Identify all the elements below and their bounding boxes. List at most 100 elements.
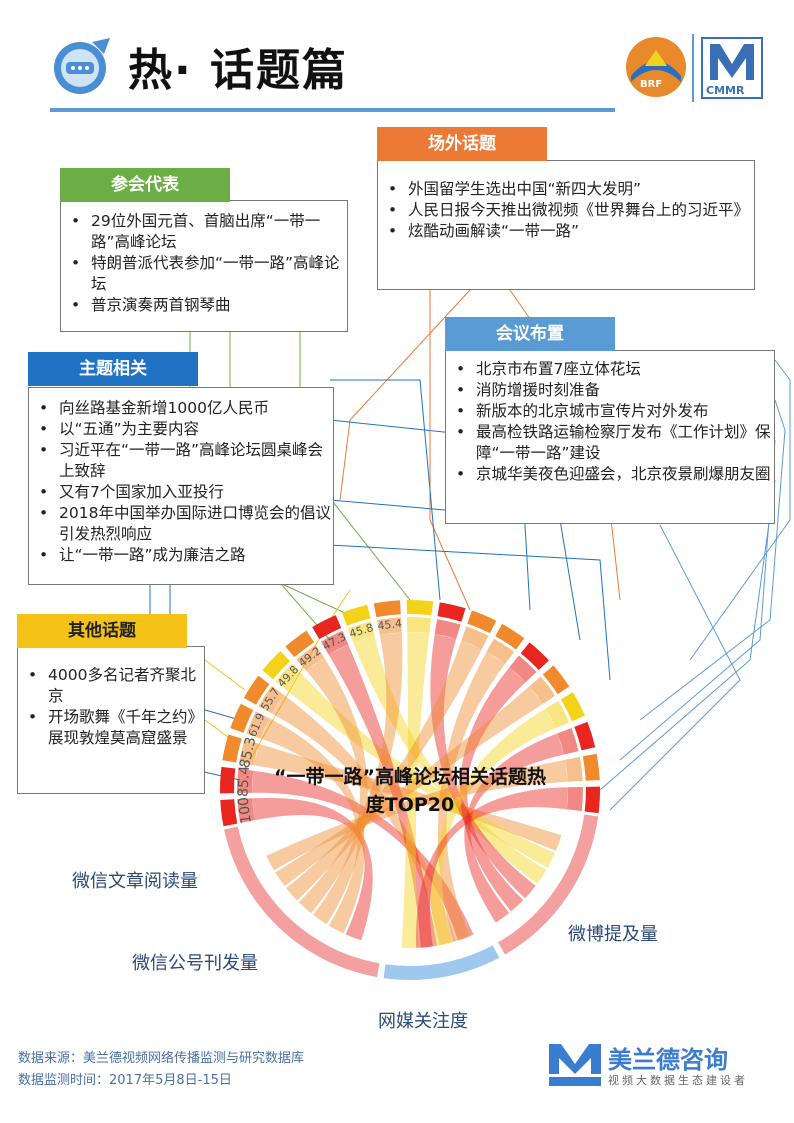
chord-outer-arcs — [220, 600, 600, 980]
theme-tag: 主题相关 — [28, 352, 198, 386]
list-item: 又有7个国家加入亚投行 — [29, 482, 333, 503]
chord-chart-title: “一带一路”高峰论坛相关话题热度TOP20 — [274, 766, 546, 816]
topic-inner-segment — [565, 756, 583, 782]
other-box: 4000多名记者齐聚北京 开场歌舞《千年之约》展现敦煌莫高窟盛景 — [17, 646, 205, 794]
heat-value-label: 85.3 — [237, 736, 260, 770]
chord-ribbon — [260, 718, 365, 934]
chord-ribbon — [252, 797, 373, 941]
chord-ribbon — [275, 686, 543, 887]
topic-inner-segment — [566, 786, 583, 812]
speech-bubble-icon — [54, 38, 110, 94]
topic-inner-segment — [258, 685, 284, 714]
chord-ribbon — [266, 759, 568, 871]
cmmr-logo-text: CMMR — [706, 84, 745, 97]
axis-label-wechat-posts: 微信公号刊发量 — [132, 953, 258, 974]
topic-arc-segment — [220, 799, 238, 827]
chord-ribbon — [437, 651, 506, 942]
topic-inner-segment — [239, 739, 259, 766]
heat-value-label: 100 — [236, 796, 255, 824]
cmmr-footer-logo-icon — [549, 1044, 601, 1086]
participants-box: 29位外国元首、首脑出席“一带一路”高峰论坛 特朗普派代表参加“一带一路”高峰论… — [60, 200, 348, 332]
logo-divider — [692, 34, 694, 102]
participants-tag: 参会代表 — [60, 168, 230, 202]
header: 热· 话题篇 BRF CMMR — [0, 0, 794, 120]
theme-box: 向丝路基金新增1000亿人民币 以“五通”为主要内容 习近平在“一带一路”高峰论… — [28, 387, 334, 585]
dimension-arc-segment — [383, 945, 500, 980]
topic-arc-segment — [312, 615, 342, 640]
topic-inner-segment — [406, 617, 432, 634]
footer-slogan: 视频大数据生态建设者 — [608, 1074, 748, 1087]
chord-ribbon — [464, 733, 564, 923]
data-period: 数据监测时间：2017年5月8日-15日 — [18, 1073, 232, 1088]
topic-arc-segment — [520, 642, 549, 670]
list-item: 以“五通”为主要内容 — [29, 419, 333, 440]
list-item: 北京市布置7座立体花坛 — [446, 359, 774, 380]
list-item: 人民日报今天推出微视频《世界舞台上的习近平》 — [378, 200, 754, 221]
axis-label-wechat-reads: 微信文章阅读量 — [72, 871, 198, 892]
list-item: 普京演奏两首钢琴曲 — [61, 295, 347, 316]
topic-arc-segment — [574, 721, 596, 751]
chord-ribbon — [286, 640, 482, 901]
chord-ribbon — [271, 694, 456, 946]
topic-arc-segment — [243, 675, 270, 705]
heat-value-label: 85.4 — [235, 765, 253, 797]
list-item: 开场歌舞《千年之约》展现敦煌莫高窟盛景 — [18, 707, 204, 749]
list-item: 京城华美夜色迎盛会，北京夜景刷爆朋友圈 — [446, 464, 774, 485]
topic-arc-segment — [341, 604, 371, 626]
brf-logo-icon — [626, 37, 686, 97]
brf-logo-text: BRF — [640, 79, 663, 90]
chord-ribbon — [298, 632, 403, 914]
chord-ribbon — [431, 708, 556, 946]
topic-inner-segment — [237, 768, 254, 794]
list-item: 炫酷动画解读“一带一路” — [378, 221, 754, 242]
offsite-box: 外国留学生选出中国“新四大发明” 人民日报今天推出微视频《世界舞台上的习近平》 … — [377, 160, 755, 290]
list-item: 新版本的北京城市宣传片对外发布 — [446, 401, 774, 422]
page-title: 热· 话题篇 — [128, 45, 349, 96]
other-tag: 其他话题 — [17, 614, 187, 648]
topic-arc-segment — [582, 753, 600, 781]
topic-arc-segment — [262, 651, 290, 680]
topic-arc-segment — [560, 692, 585, 722]
chord-ribbon — [328, 644, 438, 948]
list-item: 4000多名记者齐聚北京 — [18, 665, 204, 707]
meeting-box: 北京市布置7座立体花坛 消防增援时刻准备 新版本的北京城市宣传片对外发布 最高检… — [445, 350, 775, 524]
dimension-arc-segment — [224, 826, 380, 978]
dimension-arc-segment — [498, 814, 599, 955]
axis-label-weibo: 微博提及量 — [568, 924, 658, 945]
list-item: 外国留学生选出中国“新四大发明” — [378, 179, 754, 200]
topic-inner-segment — [275, 663, 303, 691]
topic-arc-segment — [467, 610, 497, 634]
chord-ribbon — [287, 674, 555, 868]
topic-arc-segment — [220, 766, 236, 794]
list-item: 29位外国元首、首脑出席“一带一路”高峰论坛 — [61, 211, 347, 253]
topic-arc-segment — [406, 600, 434, 616]
topic-inner-segment — [246, 711, 270, 739]
list-item: 特朗普派代表参加“一带一路”高峰论坛 — [61, 253, 347, 295]
topic-inner-segment — [348, 621, 375, 643]
list-item: 消防增援时刻准备 — [446, 380, 774, 401]
chord-ribbon — [252, 770, 474, 941]
cmmr-logo-icon — [701, 37, 763, 99]
topic-inner-segment — [237, 798, 255, 824]
topic-inner-segment — [486, 638, 515, 664]
topic-inner-segment — [509, 655, 537, 683]
topic-arc-segment — [542, 665, 570, 695]
meeting-tag: 会议布置 — [445, 317, 615, 351]
list-item: 习近平在“一带一路”高峰论坛圆桌峰会上致辞 — [29, 440, 333, 482]
topic-arc-segment — [495, 623, 525, 650]
list-item: 最高检铁路运输检察厅发布《工作计划》保障“一带一路”建设 — [446, 422, 774, 464]
title-underline — [50, 108, 615, 112]
axis-label-web-media: 网媒关注度 — [378, 1011, 468, 1032]
topic-arc-segment — [373, 600, 401, 618]
chord-ribbon — [416, 787, 568, 948]
footer-brand: 美兰德咨询 — [608, 1046, 728, 1074]
chord-ribbon — [353, 636, 547, 884]
topic-inner-segment — [557, 728, 579, 755]
topic-inner-segment — [320, 630, 349, 655]
chord-ribbon — [253, 743, 562, 851]
chord-ribbon — [306, 657, 368, 925]
topic-arc-segment — [230, 703, 254, 733]
topic-arc-segment — [285, 630, 315, 658]
data-source: 数据来源：美兰德视频网络传播监测与研究数据库 — [18, 1051, 305, 1066]
